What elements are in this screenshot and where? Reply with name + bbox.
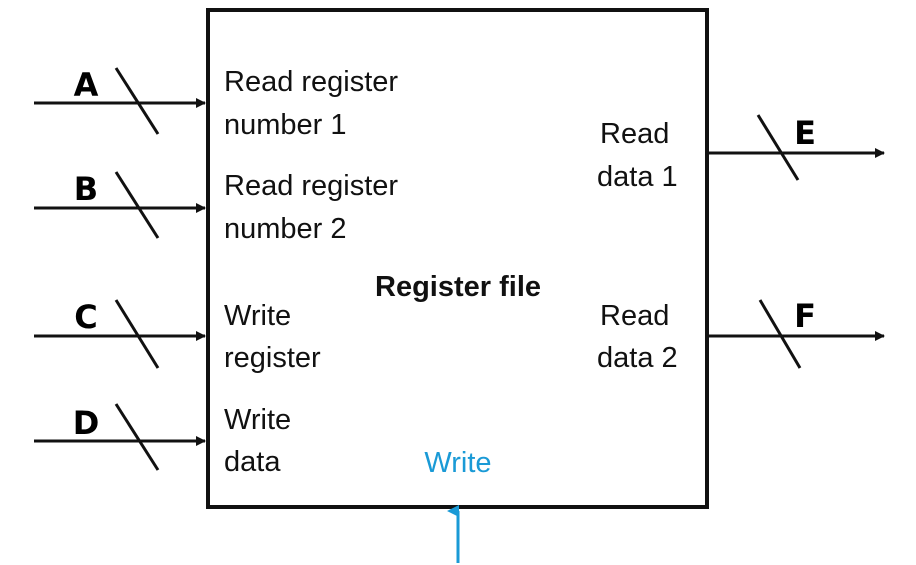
input-c-label-line-1: Write	[224, 300, 291, 332]
output-e-letter: E	[794, 114, 816, 152]
input-d-label-line-1: Write	[224, 404, 291, 436]
input-a-label-line-1: Read register	[224, 66, 398, 98]
block-title: Register file	[375, 271, 541, 303]
input-a-slash	[114, 67, 160, 135]
input-c-letter: C	[74, 298, 97, 336]
output-e-label-line-2: data 1	[597, 161, 678, 193]
output-f-label: Read data 2	[597, 300, 678, 374]
output-e-label-line-1: Read	[600, 118, 669, 150]
output-e-group: E Read data 1	[597, 114, 885, 193]
input-d-label-line-2: data	[224, 446, 281, 478]
input-a-label: Read register number 1	[224, 66, 406, 141]
input-a-letter: A	[74, 66, 99, 104]
write-control-group: Write	[424, 447, 492, 563]
input-b-label-line-1: Read register	[224, 170, 398, 202]
register-file-block	[206, 8, 709, 509]
output-e-label: Read data 1	[597, 118, 678, 193]
input-d-letter: D	[73, 404, 100, 442]
input-a-group: A Read register number 1	[34, 66, 406, 141]
output-f-label-line-1: Read	[600, 300, 669, 332]
input-c-label: Write register	[224, 300, 321, 374]
input-b-label-line-2: number 2	[224, 213, 347, 245]
write-control-label: Write	[424, 447, 491, 479]
output-f-slash	[758, 299, 802, 369]
output-f-group: F Read data 2	[597, 297, 885, 374]
output-e-slash	[756, 114, 800, 181]
output-f-label-line-2: data 2	[597, 342, 678, 374]
input-d-slash	[114, 403, 160, 471]
input-b-label: Read register number 2	[224, 170, 406, 245]
input-d-group: D Write data	[34, 403, 299, 478]
input-b-group: B Read register number 2	[34, 170, 406, 245]
output-f-letter: F	[794, 297, 816, 335]
input-b-letter: B	[74, 170, 98, 208]
input-c-label-line-2: register	[224, 342, 321, 374]
input-b-slash	[114, 171, 160, 239]
input-d-label: Write data	[224, 404, 299, 478]
input-a-label-line-2: number 1	[224, 109, 347, 141]
input-c-slash	[114, 299, 160, 369]
input-c-group: C Write register	[34, 298, 321, 374]
